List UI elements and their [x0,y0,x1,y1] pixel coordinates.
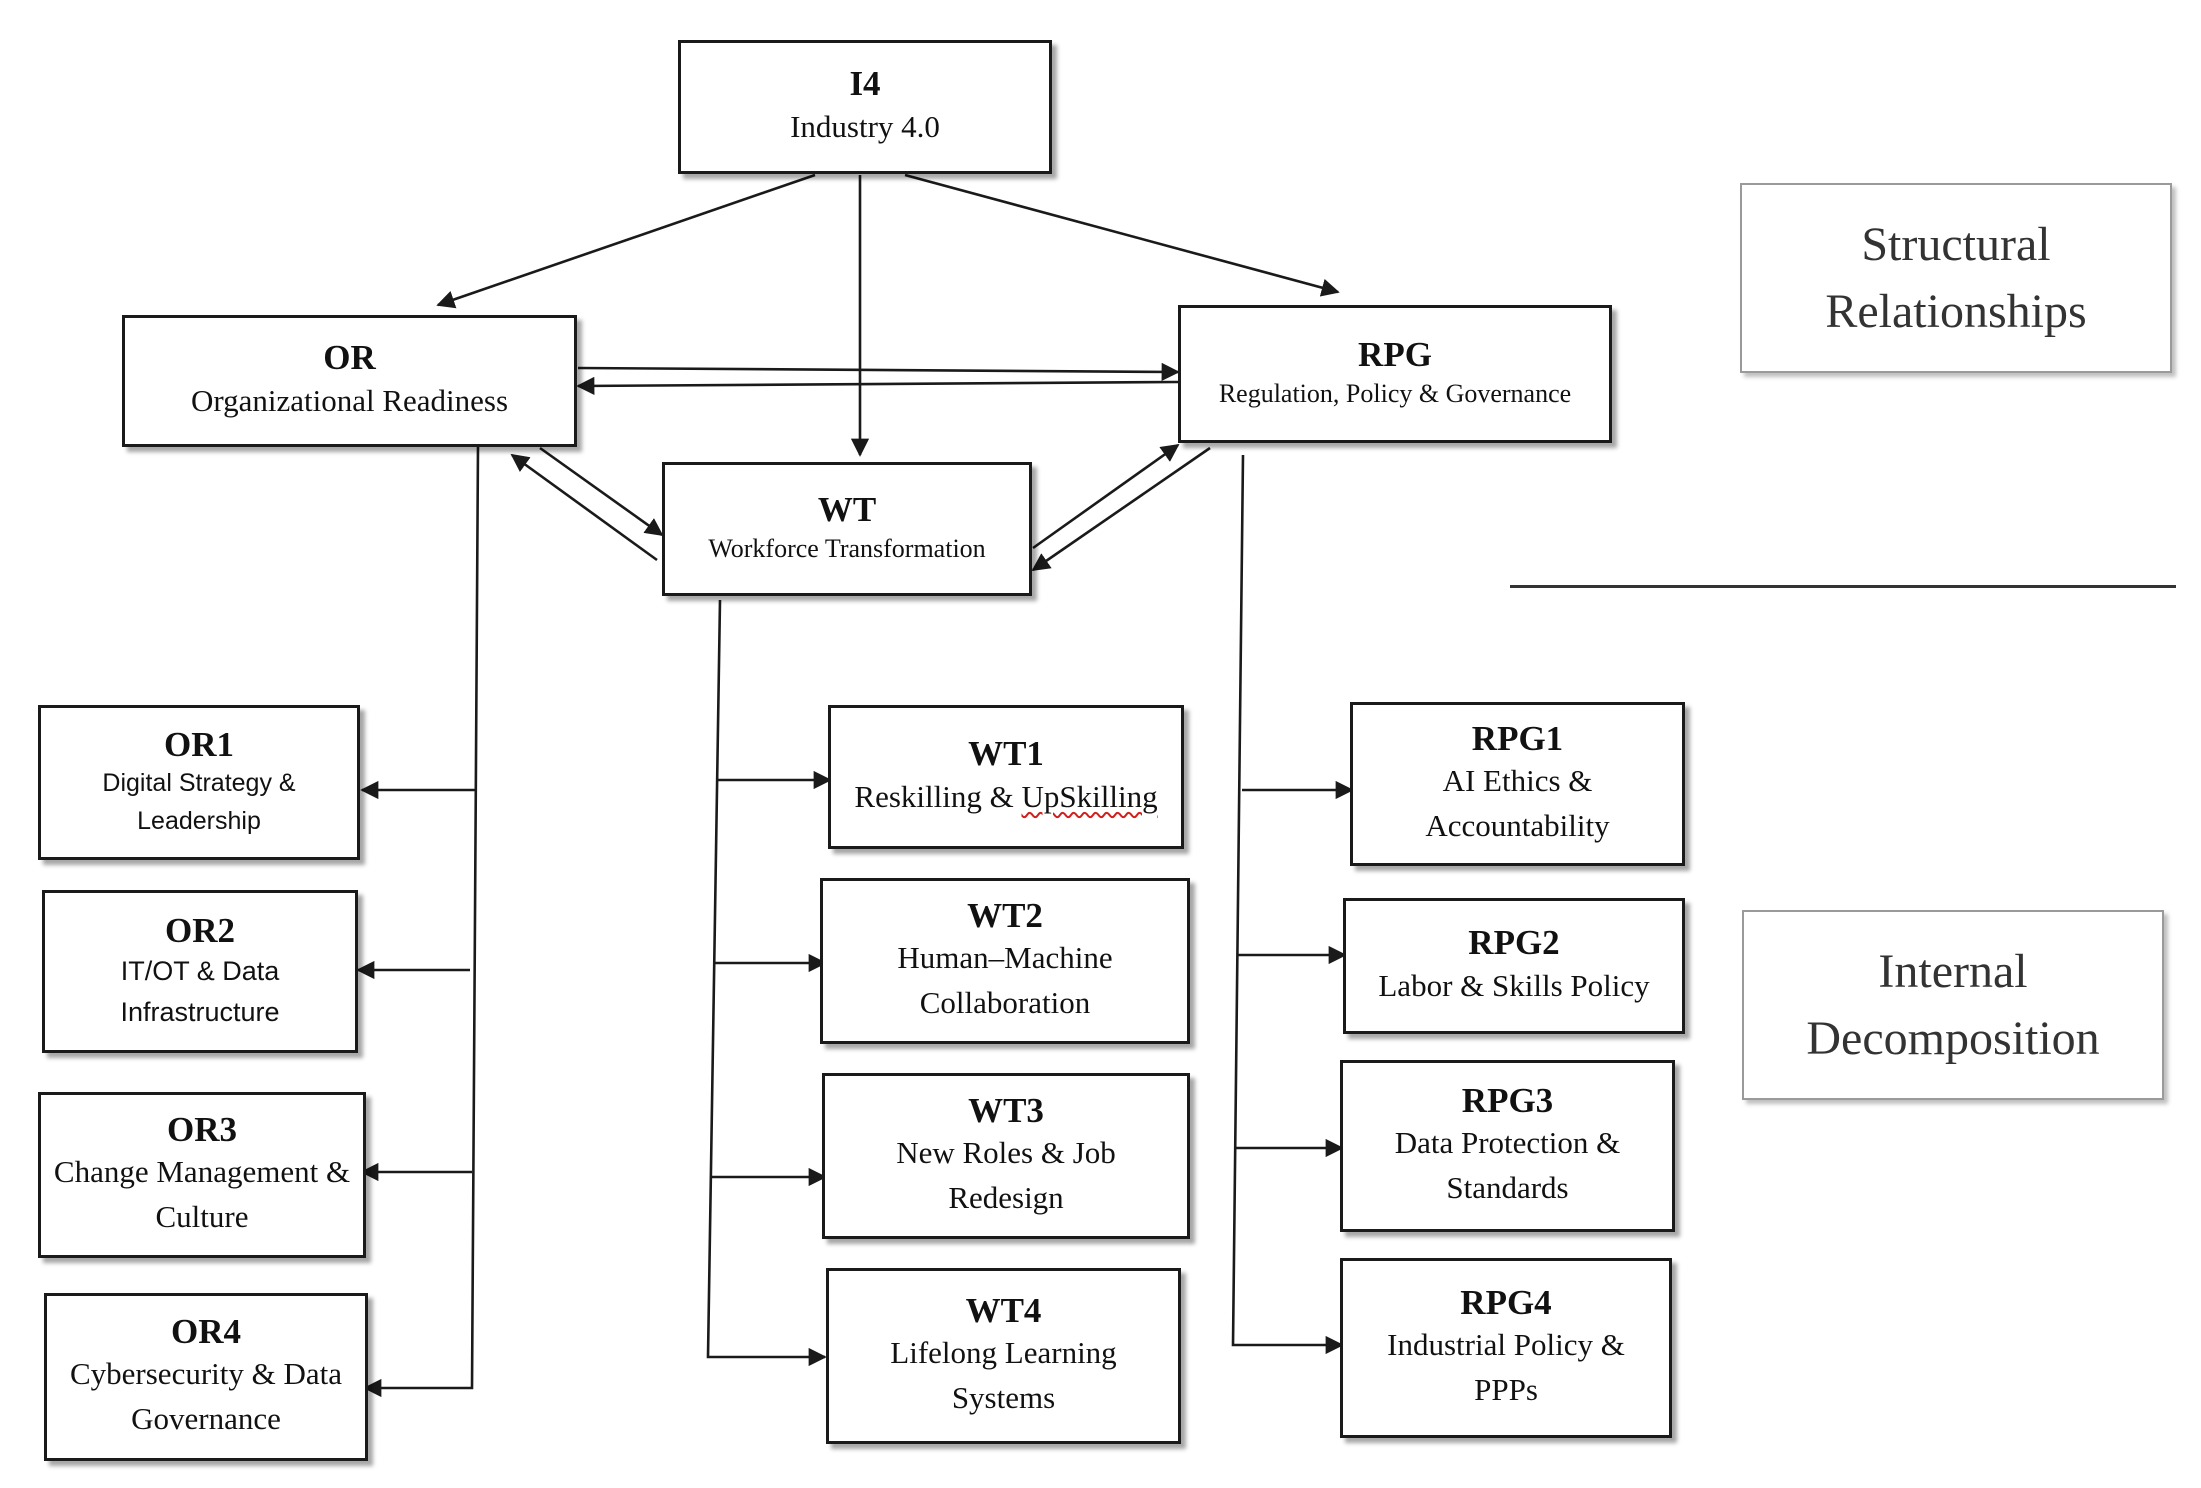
node-rpg3[interactable]: RPG3 Data Protection & Standards [1340,1060,1675,1232]
node-wt1[interactable]: WT1 Reskilling & UpSkilling [828,705,1184,849]
node-i4[interactable]: I4 Industry 4.0 [678,40,1052,174]
edge-or-wt [539,446,664,537]
node-wt[interactable]: WT Workforce Transformation [662,462,1032,596]
node-code: WT3 [968,1090,1044,1130]
legend-divider [1510,585,2176,588]
node-or2[interactable]: OR2 IT/OT & Data Infrastructure [42,890,358,1053]
node-label: Cybersecurity & Data Governance [69,1356,343,1437]
node-rpg2[interactable]: RPG2 Labor & Skills Policy [1343,898,1685,1034]
node-wt2[interactable]: WT2 Human–Machine Collaboration [820,878,1190,1044]
node-code: WT2 [967,895,1043,935]
legend-internal-decomposition: Internal Decomposition [1742,910,2164,1100]
node-code: OR2 [165,910,235,950]
node-label: Human–Machine Collaboration [897,940,1113,1021]
node-rpg[interactable]: RPG Regulation, Policy & Governance [1178,305,1612,443]
node-code: RPG2 [1468,923,1560,963]
node-label-part: Reskilling & [854,778,1022,814]
node-label: Change Management & Culture [53,1154,351,1235]
spellcheck-word: UpSkilling [1021,778,1158,814]
edge-or-rpg [577,362,1180,381]
node-label: Digital Strategy & Leadership [102,769,296,835]
edge-i4-or [436,173,816,309]
node-or[interactable]: OR Organizational Readiness [122,315,577,447]
node-or3[interactable]: OR3 Change Management & Culture [38,1092,366,1258]
node-code: RPG3 [1461,1080,1554,1120]
node-code: WT4 [965,1290,1042,1330]
node-rpg4[interactable]: RPG4 Industrial Policy & PPPs [1340,1258,1672,1438]
legend-label: Internal Decomposition [1806,944,2100,1065]
node-wt3[interactable]: WT3 New Roles & Job Redesign [822,1073,1190,1239]
node-label: Organizational Readiness [190,382,509,418]
node-label: Industrial Policy & PPPs [1387,1327,1625,1408]
node-code: I4 [849,64,881,104]
node-wt4[interactable]: WT4 Lifelong Learning Systems [826,1268,1181,1444]
node-code: OR [323,338,376,378]
edge-wt-or [510,453,658,562]
node-code: RPG [1358,335,1432,375]
node-label: Workforce Transformation [708,534,986,564]
node-code: WT1 [968,734,1044,774]
edge-rpg-trunk [1231,454,1344,1355]
node-code: OR4 [171,1311,241,1351]
node-label: New Roles & Job Redesign [896,1135,1116,1216]
legend-structural-relationships: Structural Relationships [1740,183,2172,373]
node-label: Regulation, Policy & Governance [1218,379,1572,409]
edge-rpg-wt [1031,446,1211,572]
node-label: IT/OT & Data Infrastructure [120,956,280,1027]
node-label: Lifelong Learning Systems [890,1335,1117,1416]
node-code: OR1 [164,724,234,764]
node-code: RPG4 [1460,1282,1552,1322]
edge-i4-rpg [904,173,1340,297]
node-code: RPG1 [1471,718,1564,758]
node-or4[interactable]: OR4 Cybersecurity & Data Governance [44,1293,368,1461]
edge-wt-trunk [706,599,827,1367]
node-label: Labor & Skills Policy [1378,967,1650,1003]
edge-or-trunk [363,444,480,1398]
node-code: OR3 [167,1109,237,1149]
node-label: Data Protection & Standards [1394,1125,1621,1206]
node-label: AI Ethics & Accountability [1425,763,1610,844]
node-label: Reskilling & UpSkilling [854,775,1157,820]
node-or1[interactable]: OR1 Digital Strategy & Leadership [38,705,360,860]
node-label: Industry 4.0 [790,108,940,144]
node-code: WT [817,490,877,530]
legend-label: Structural Relationships [1825,217,2087,338]
edge-wt-rpg [1032,443,1180,550]
node-rpg1[interactable]: RPG1 AI Ethics & Accountability [1350,702,1685,866]
edge-rpg-or [576,376,1179,395]
